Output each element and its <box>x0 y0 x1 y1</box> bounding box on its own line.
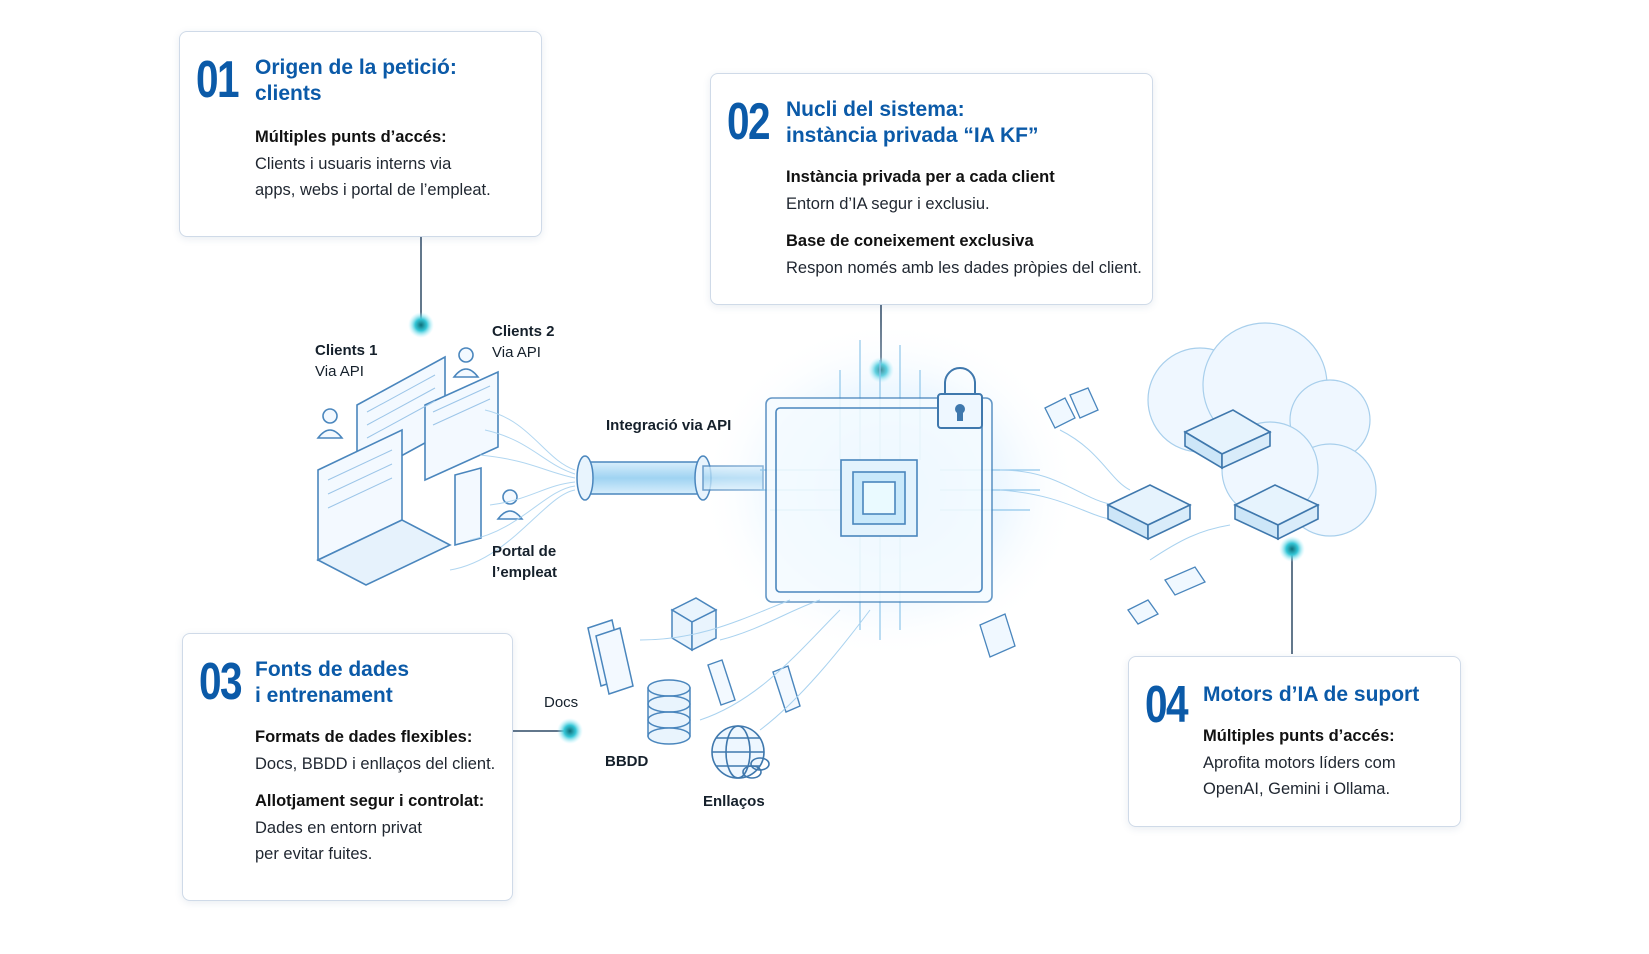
label-clients-2: Clients 2 Via API <box>492 321 555 363</box>
card-heading: Formats de dades flexibles: <box>255 728 473 746</box>
card-title-line: i entrenament <box>255 684 393 707</box>
card-text: Entorn d’IA segur i exclusiu. <box>786 194 990 213</box>
card-body: Múltiples punts d’accés: Clients i usuar… <box>255 124 531 204</box>
core-chip-board <box>765 397 993 603</box>
label-title: l’empleat <box>492 564 558 581</box>
card-system-core: 02 Nucli del sistema: instància privada … <box>710 73 1153 305</box>
card-text: Aprofita motors líders com <box>1203 753 1396 772</box>
client-devices-illustration <box>316 347 524 586</box>
globe-link-icon <box>711 725 770 779</box>
card-heading: Instància privada per a cada client <box>786 168 1055 186</box>
card-heading: Múltiples punts d’accés: <box>255 128 447 146</box>
label-api-integration: Integració via API <box>606 415 731 436</box>
card-title-line: Fonts de dades <box>255 658 410 681</box>
step-number: 02 <box>727 93 771 151</box>
label-title: Integració via API <box>606 417 732 434</box>
card-text: OpenAI, Gemini i Ollama. <box>1203 780 1391 798</box>
label-title: Portal de <box>492 543 557 560</box>
bbdd-cylinder-icon <box>647 679 691 745</box>
card-title-line: Nucli del sistema: <box>786 98 965 121</box>
card-title: Nucli del sistema: instància privada “IA… <box>786 97 1038 149</box>
label-sub: Via API <box>315 363 364 380</box>
label-sub: Docs <box>544 694 579 711</box>
label-title: Clients 1 <box>315 342 378 359</box>
label-title: Enllaços <box>703 793 765 810</box>
card-title: Fonts de dades i entrenament <box>255 657 409 709</box>
card-heading: Base de coneixement exclusiva <box>786 232 1034 250</box>
step-number: 03 <box>199 653 243 711</box>
card-body: Múltiples punts d’accés: Aprofita motors… <box>1203 723 1450 803</box>
label-clients-1: Clients 1 Via API <box>315 340 378 382</box>
step-number: 04 <box>1145 676 1189 734</box>
card-body: Formats de dades flexibles: Docs, BBDD i… <box>255 724 502 868</box>
card-text: apps, webs i portal de l’empleat. <box>255 181 491 199</box>
label-title: Clients 2 <box>492 323 555 340</box>
card-heading: Allotjament segur i controlat: <box>255 792 485 810</box>
docs-icon <box>587 619 634 695</box>
small-data-modules <box>979 387 1206 658</box>
label-employee-portal: Portal de l’empleat <box>492 541 557 583</box>
card-title-line: Origen de la petició: <box>255 56 457 79</box>
card-text: Clients i usuaris interns via <box>255 154 452 173</box>
card-text: Docs, BBDD i enllaços del client. <box>255 754 496 773</box>
database-stack-icon <box>670 597 718 652</box>
api-flow-lines <box>449 409 576 571</box>
label-docs: Docs <box>544 692 578 713</box>
label-bbdd: BBDD <box>605 751 648 772</box>
file-icon <box>707 659 801 713</box>
card-title: Origen de la petició: clients <box>255 55 457 107</box>
label-links: Enllaços <box>703 791 765 812</box>
card-text: Dades en entorn privat <box>255 818 422 837</box>
card-data-sources: 03 Fonts de dades i entrenament Formats … <box>182 633 513 901</box>
card-heading: Múltiples punts d’accés: <box>1203 727 1395 745</box>
card-title-line: Motors d’IA de suport <box>1203 683 1420 706</box>
card-title-line: clients <box>255 82 322 105</box>
ai-engine-chips <box>1106 409 1320 541</box>
lock-icon <box>937 367 983 429</box>
step-number: 01 <box>196 51 240 109</box>
card-text: per evitar fuites. <box>255 845 373 863</box>
card-ai-engines: 04 Motors d’IA de suport Múltiples punts… <box>1128 656 1461 827</box>
label-sub: Via API <box>492 344 541 361</box>
card-title: Motors d’IA de suport <box>1203 682 1419 708</box>
card-body: Instància privada per a cada client Ento… <box>786 164 1142 281</box>
data-flow-lines <box>639 599 871 731</box>
card-text: Respon només amb les dades pròpies del c… <box>786 258 1142 277</box>
label-title: BBDD <box>605 753 649 770</box>
card-request-origin: 01 Origen de la petició: clients Múltipl… <box>179 31 542 237</box>
card-title-line: instància privada “IA KF” <box>786 124 1039 147</box>
